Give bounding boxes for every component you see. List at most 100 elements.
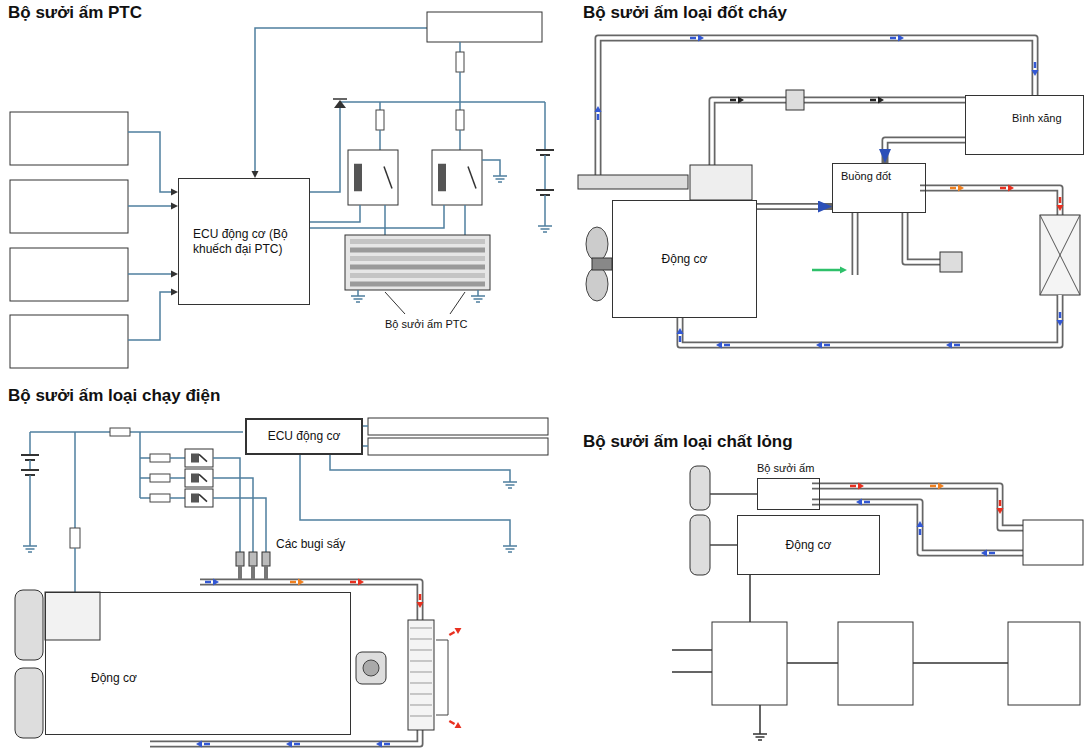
flow-dash bbox=[730, 99, 736, 102]
wire bbox=[255, 28, 427, 171]
section-heading: Bộ sưởi ấm PTC bbox=[8, 3, 142, 23]
flow-dash bbox=[1000, 187, 1006, 190]
wire bbox=[310, 205, 360, 222]
flow-head bbox=[677, 328, 684, 334]
sensor-box bbox=[427, 12, 542, 42]
wire bbox=[544, 195, 546, 220]
relay-coil bbox=[191, 474, 199, 483]
flow-arrow bbox=[816, 342, 830, 349]
component-name: Động cơ bbox=[91, 671, 350, 685]
radiator-cross bbox=[1040, 215, 1080, 295]
flow-dash bbox=[205, 581, 211, 584]
flow-head bbox=[981, 550, 987, 557]
flow-arrow bbox=[946, 342, 960, 349]
part-label: Bộ sưởi ấm PTC bbox=[385, 318, 467, 331]
flow-arrow bbox=[890, 35, 904, 42]
flow-head bbox=[358, 579, 364, 586]
leader-line bbox=[450, 292, 465, 314]
flow-dash bbox=[864, 501, 870, 504]
pipe-connector bbox=[757, 203, 832, 210]
pipe-bore bbox=[598, 38, 1035, 178]
component-name: Động cơ bbox=[786, 538, 832, 552]
pipe-bore bbox=[757, 205, 818, 209]
heater-fin bbox=[350, 239, 485, 244]
flow-arrow bbox=[417, 594, 424, 608]
arrow-head bbox=[840, 267, 847, 274]
wire bbox=[459, 42, 461, 52]
part-label: Các bugi sấy bbox=[276, 537, 345, 551]
flow-head bbox=[1032, 70, 1039, 76]
heater-core-box bbox=[1023, 520, 1083, 565]
pipe-bore bbox=[853, 213, 857, 275]
wire bbox=[128, 132, 171, 192]
flow-dash bbox=[724, 344, 730, 347]
flow-dash bbox=[449, 721, 454, 724]
wire bbox=[544, 102, 546, 150]
wire bbox=[384, 205, 386, 235]
leader-line bbox=[385, 292, 405, 314]
wire bbox=[379, 102, 381, 110]
wire bbox=[544, 155, 546, 190]
flow-dash bbox=[850, 485, 856, 488]
flow-arrow bbox=[677, 328, 684, 342]
flow-dash bbox=[930, 485, 936, 488]
wire bbox=[213, 478, 253, 552]
glow-plug bbox=[236, 552, 244, 566]
pipe-bore bbox=[150, 582, 420, 744]
ground-symbol bbox=[753, 728, 767, 740]
flow-arrow bbox=[850, 483, 864, 490]
arrow-head bbox=[171, 271, 178, 278]
relay-box bbox=[185, 469, 213, 487]
flow-dash bbox=[919, 529, 922, 535]
wire-arrow bbox=[252, 171, 259, 178]
flow-head bbox=[286, 741, 292, 748]
flow-arrow bbox=[350, 579, 364, 586]
ground-symbol bbox=[23, 540, 37, 552]
engine-head bbox=[690, 165, 752, 200]
core-fin bbox=[410, 628, 432, 629]
heater-core bbox=[408, 620, 434, 730]
flow-arrow bbox=[1032, 62, 1039, 76]
component-name: Buồng đốt bbox=[841, 170, 925, 183]
flow-arrow bbox=[290, 579, 304, 586]
flow-dash bbox=[384, 743, 390, 746]
wire bbox=[482, 160, 500, 170]
wire bbox=[459, 102, 461, 110]
flow-dash bbox=[1034, 62, 1037, 68]
wire bbox=[29, 460, 31, 470]
heater-fin bbox=[350, 265, 485, 270]
pipe-bore bbox=[712, 100, 965, 165]
heater-fin bbox=[350, 256, 485, 261]
flow-head bbox=[298, 579, 304, 586]
wire bbox=[330, 455, 510, 476]
flow-arrow bbox=[1057, 312, 1064, 326]
wire bbox=[140, 432, 150, 498]
flow-head bbox=[878, 97, 884, 104]
relay-coil bbox=[438, 164, 446, 192]
pipe-wall bbox=[812, 502, 1023, 553]
glow-plug-tip bbox=[238, 566, 242, 579]
fuse bbox=[456, 52, 464, 72]
section-heading: Bộ sưởi ấm loại đốt cháy bbox=[583, 3, 787, 23]
component-box: Động cơ bbox=[612, 200, 757, 318]
relay-switch bbox=[199, 494, 207, 501]
radiator bbox=[1040, 215, 1080, 295]
wire bbox=[170, 497, 185, 499]
wire bbox=[170, 457, 185, 459]
control-box bbox=[1008, 622, 1080, 705]
relay-coil bbox=[191, 494, 199, 503]
pulley bbox=[690, 515, 710, 575]
flow-dash bbox=[1059, 197, 1062, 203]
relay-box bbox=[348, 150, 398, 205]
wire bbox=[128, 205, 171, 207]
relay-switch bbox=[199, 454, 207, 461]
pipe-wall bbox=[920, 188, 1060, 215]
flow-dash bbox=[1059, 312, 1062, 318]
flow-arrow bbox=[950, 185, 964, 192]
core-fin bbox=[410, 639, 432, 640]
relay-switch bbox=[199, 474, 207, 481]
fuse bbox=[376, 110, 384, 130]
wire bbox=[340, 101, 545, 103]
fuse bbox=[150, 474, 170, 482]
